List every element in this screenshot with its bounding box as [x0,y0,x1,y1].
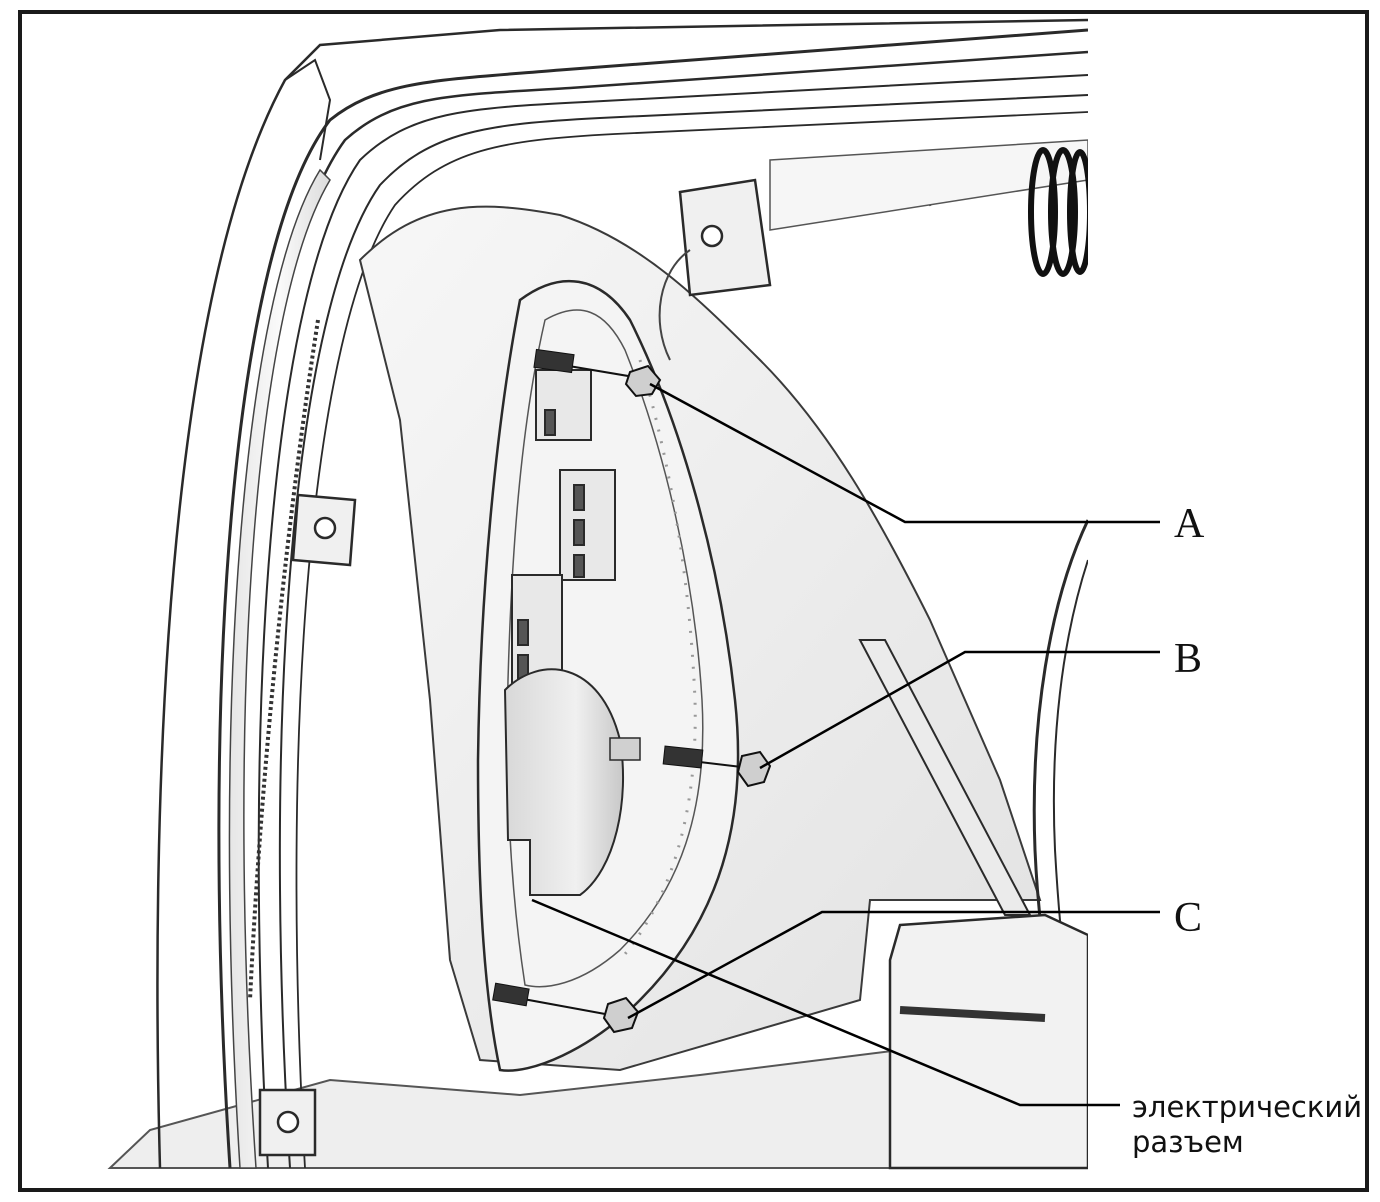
mounting-hardware [492,348,772,1034]
lamp-cavity-inner [506,309,704,988]
trunk-block-edge [899,1006,1046,1022]
hinge-bracket-left [291,493,357,567]
trunk-block [888,913,1090,1170]
lamp-drum-hub [609,737,641,761]
leader-b [759,650,1160,770]
electrical-connector-label: электрический разъем [1132,1090,1362,1161]
hinge-bracket-top [658,178,772,361]
connector-label-line1: электрический [1132,1090,1363,1124]
torsion-spring [1028,147,1093,277]
pillar-seal [228,168,331,1169]
clip-right [1088,12,1367,1190]
leader-connector [531,898,1120,1107]
pillar-seal-hatch [248,319,320,1001]
leader-c [627,910,1160,1020]
cavity-dotted-edge [618,359,697,961]
callout-label-a: A [1174,501,1205,547]
leader-a [649,382,1160,524]
callout-label-c: C [1174,895,1203,941]
hinge-bracket-bottom [258,1088,317,1157]
frame-border [18,10,1369,1192]
connector-label-line2: разъем [1132,1125,1244,1160]
leader-lines [531,382,1160,1107]
lamp-bulb-holders [511,369,616,686]
callout-label-b: B [1174,636,1203,682]
